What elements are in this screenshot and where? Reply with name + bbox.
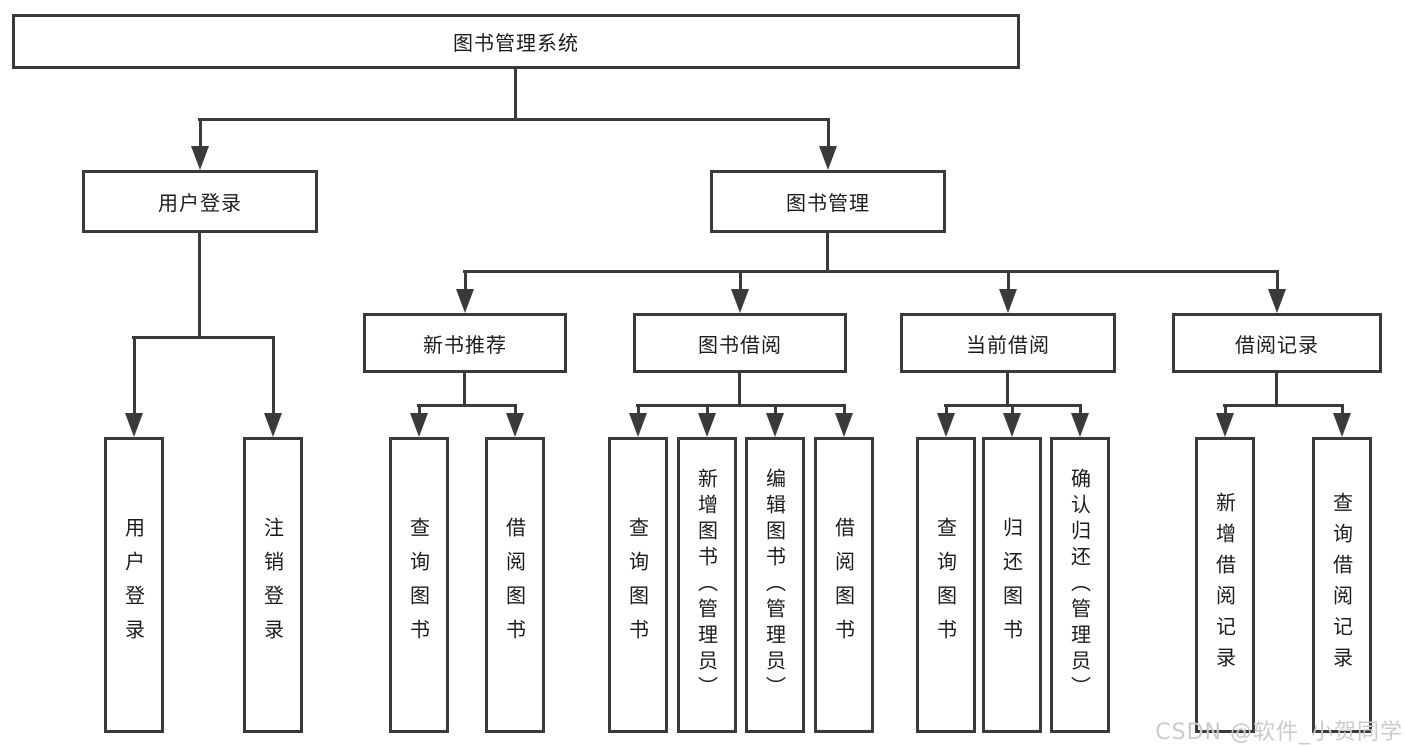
- connector-line: [826, 232, 829, 272]
- connector-line: [463, 270, 1279, 273]
- arrowhead-icon: [1071, 413, 1089, 437]
- arrowhead-icon: [191, 146, 209, 170]
- arrowhead-icon: [410, 413, 428, 437]
- leaf-label: 借阅图书: [502, 517, 527, 653]
- leaf-label: 确认归还（管理员）: [1067, 468, 1092, 702]
- connector-line: [1276, 270, 1279, 295]
- leaf-label: 用户登录: [121, 517, 146, 653]
- leaf-query-books-borrowing: 查询图书: [608, 437, 668, 733]
- connector-line: [1341, 404, 1344, 419]
- arrowhead-icon: [999, 289, 1017, 313]
- connector-line: [774, 404, 777, 419]
- node-new-book-recommend: 新书推荐: [363, 313, 567, 373]
- leaf-label: 查询图书: [625, 517, 650, 653]
- connector-line: [1079, 404, 1082, 419]
- arrowhead-icon: [819, 146, 837, 170]
- arrowhead-icon: [629, 413, 647, 437]
- connector-line: [1011, 404, 1014, 419]
- connector-line: [706, 404, 709, 419]
- arrowhead-icon: [937, 413, 955, 437]
- connector-line: [198, 118, 830, 121]
- leaf-logout: 注销登录: [243, 437, 303, 733]
- connector-line: [417, 404, 517, 407]
- connector-line: [1224, 404, 1227, 419]
- leaf-label: 查询图书: [933, 517, 958, 653]
- leaf-borrow-books: 借阅图书: [814, 437, 874, 733]
- connector-line: [1006, 372, 1009, 407]
- arrowhead-icon: [264, 413, 282, 437]
- leaf-label: 归还图书: [999, 517, 1024, 653]
- leaf-query-borrow-record: 查询借阅记录: [1312, 437, 1372, 733]
- connector-line: [464, 270, 467, 295]
- csdn-watermark: CSDN @软件_小贺同学: [1155, 720, 1403, 745]
- arrowhead-icon: [1268, 289, 1286, 313]
- arrowhead-icon: [1216, 413, 1234, 437]
- connector-line: [827, 118, 830, 152]
- leaf-label: 查询借阅记录: [1329, 492, 1354, 678]
- node-book-borrowing: 图书借阅: [633, 313, 847, 373]
- leaf-add-borrow-record: 新增借阅记录: [1195, 437, 1255, 733]
- leaf-add-books-admin: 新增图书（管理员）: [677, 437, 737, 733]
- node-borrowing-records: 借阅记录: [1172, 313, 1382, 373]
- connector-line: [514, 68, 517, 121]
- connector-line: [133, 336, 136, 419]
- arrowhead-icon: [698, 413, 716, 437]
- leaf-confirm-return-admin: 确认归还（管理员）: [1050, 437, 1110, 733]
- connector-line: [1007, 270, 1010, 295]
- connector-line: [132, 336, 275, 339]
- leaf-query-books-recommend: 查询图书: [389, 437, 449, 733]
- arrowhead-icon: [1003, 413, 1021, 437]
- leaf-label: 编辑图书（管理员）: [762, 468, 787, 702]
- arrowhead-icon: [456, 289, 474, 313]
- connector-line: [843, 404, 846, 419]
- connector-line: [198, 232, 201, 338]
- connector-line: [739, 270, 742, 295]
- connector-line: [945, 404, 948, 419]
- node-book-management: 图书管理: [710, 170, 946, 233]
- leaf-return-books: 归还图书: [982, 437, 1042, 733]
- arrowhead-icon: [506, 413, 524, 437]
- connector-line: [636, 404, 846, 407]
- leaf-borrow-books-recommend: 借阅图书: [485, 437, 545, 733]
- leaf-edit-books-admin: 编辑图书（管理员）: [745, 437, 805, 733]
- connector-line: [418, 404, 421, 419]
- connector-line: [1275, 372, 1278, 407]
- connector-line: [463, 372, 466, 407]
- leaf-label: 借阅图书: [831, 517, 856, 653]
- arrowhead-icon: [835, 413, 853, 437]
- arrowhead-icon: [125, 413, 143, 437]
- connector-line: [637, 404, 640, 419]
- arrowhead-icon: [766, 413, 784, 437]
- arrowhead-icon: [1333, 413, 1351, 437]
- connector-line: [738, 372, 741, 407]
- leaf-label: 新增借阅记录: [1212, 492, 1237, 678]
- connector-line: [1223, 404, 1344, 407]
- connector-line: [272, 336, 275, 419]
- arrowhead-icon: [731, 289, 749, 313]
- connector-line: [199, 118, 202, 152]
- leaf-user-login: 用户登录: [104, 437, 164, 733]
- leaf-label: 查询图书: [406, 517, 431, 653]
- leaf-label: 新增图书（管理员）: [694, 468, 719, 702]
- connector-line: [514, 404, 517, 419]
- leaf-query-books-current: 查询图书: [916, 437, 976, 733]
- node-current-borrowing: 当前借阅: [900, 313, 1116, 373]
- node-user-login: 用户登录: [82, 170, 318, 233]
- node-root-library-management-system: 图书管理系统: [12, 14, 1020, 69]
- leaf-label: 注销登录: [260, 517, 285, 653]
